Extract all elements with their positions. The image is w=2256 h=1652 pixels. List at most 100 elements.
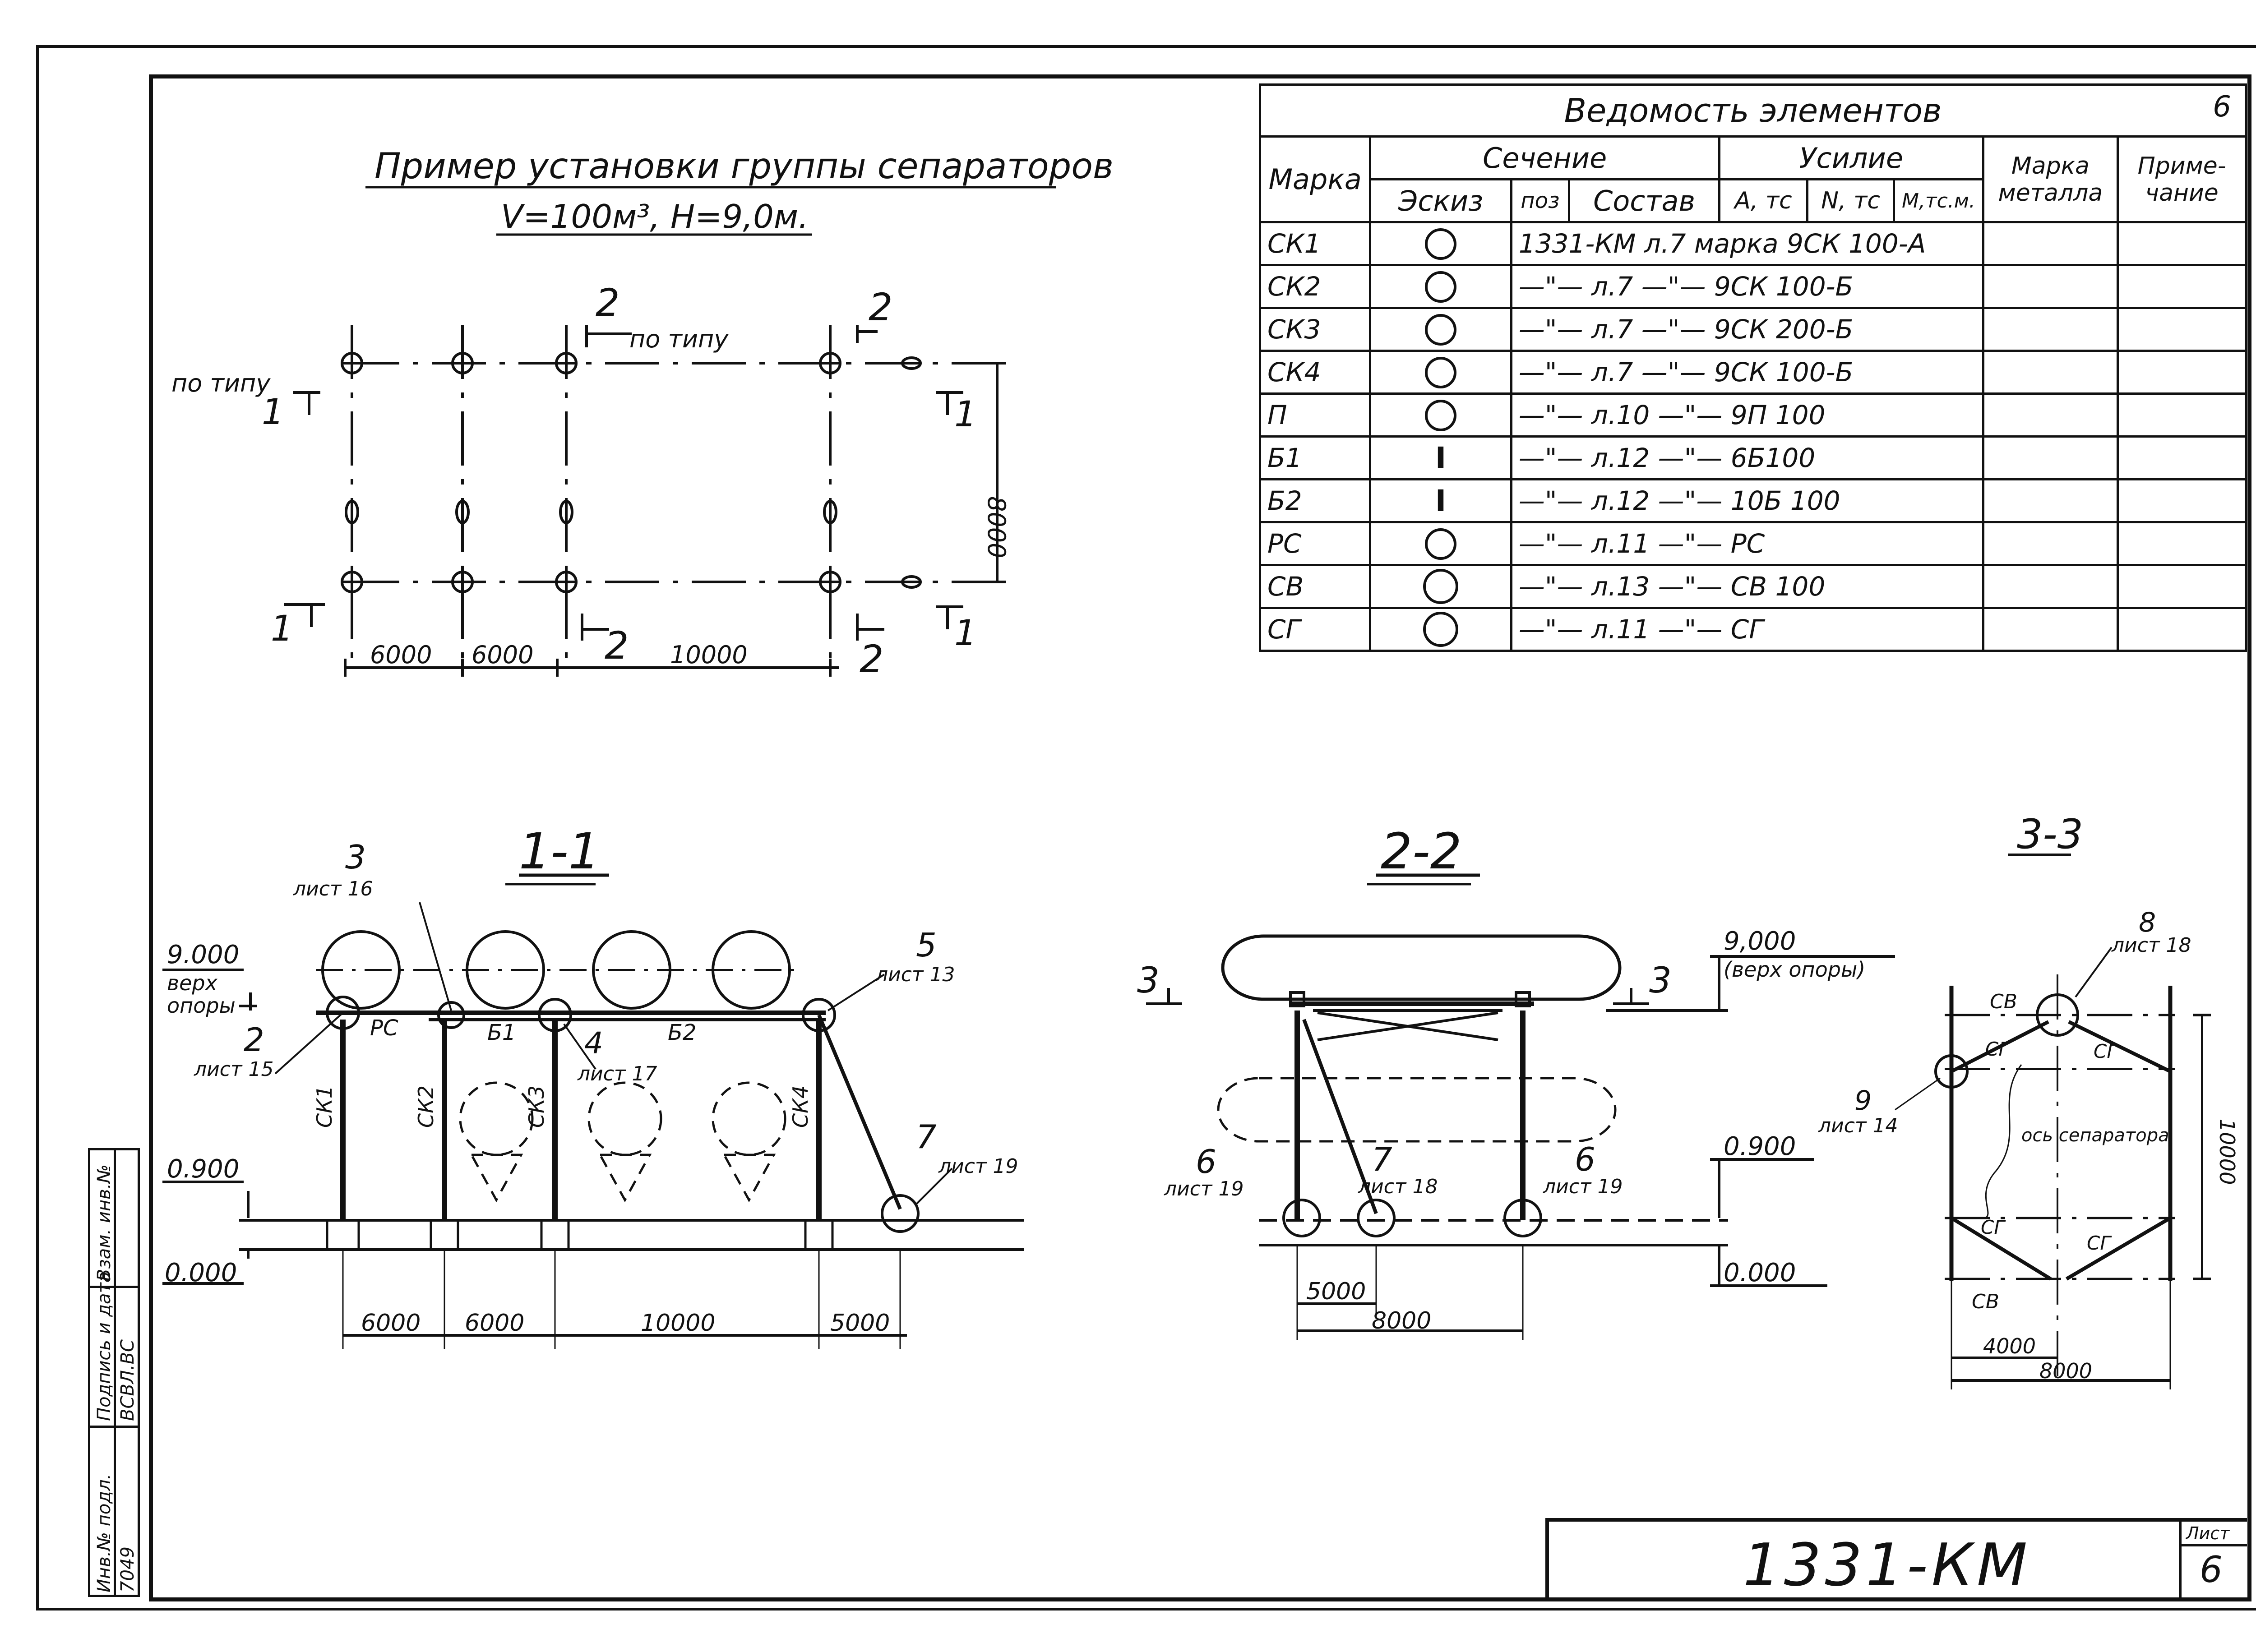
row-metal: [1982, 478, 2119, 523]
pipe-section-icon: [1425, 400, 1457, 432]
sec1-label-sk3: СК3: [524, 1085, 549, 1128]
sec1-level-top-note1: верх: [167, 971, 218, 995]
header-a-tc: А, тс: [1718, 178, 1808, 223]
sec1-level-top-note2: опоры: [167, 993, 236, 1018]
plan-title: Пример установки группы сепараторов: [374, 146, 1114, 187]
sheet-number-box: Лист 6: [2179, 1522, 2247, 1601]
row-composition: —"— л.13 —"— СВ 100: [1510, 564, 1984, 609]
row-note: [2117, 435, 2247, 480]
row-mark: СК4: [1258, 350, 1372, 395]
row-composition: —"— л.7 —"— 9СК 100-Б: [1510, 350, 1984, 395]
pipe-section-icon: [1425, 314, 1457, 346]
row-metal: [1982, 607, 2119, 652]
sec2-callout-7: 7: [1372, 1140, 1392, 1178]
header-section: Сечение: [1369, 135, 1721, 180]
sec3-dim-1: 4000: [1983, 1334, 2036, 1358]
row-note: [2117, 264, 2247, 309]
sheet-number: 6: [2200, 1549, 2223, 1591]
row-sketch: [1369, 392, 1512, 438]
row-sketch: [1369, 350, 1512, 395]
row-note: [2117, 221, 2247, 266]
schedule-row: СК3—"— л.7 —"— 9СК 200-Б: [1258, 307, 2247, 352]
sec2-cut-mark-right: 3: [1649, 960, 1672, 1001]
sec2-callout-6b: 6: [1575, 1140, 1595, 1178]
row-sketch: [1369, 564, 1512, 609]
schedule-title: Ведомость элементов: [1564, 92, 1942, 129]
header-sketch: Эскиз: [1369, 178, 1512, 223]
row-composition: —"— л.11 —"— РС: [1510, 521, 1984, 566]
schedule-page-number: 6: [2213, 90, 2231, 124]
plan-dim-3: 10000: [670, 641, 748, 669]
sec2-callout-6b-sheet: лист 19: [1543, 1175, 1623, 1198]
sec3-label-sg-1: СГ: [1985, 1038, 2011, 1060]
row-sketch: I: [1369, 435, 1512, 480]
plan-cut-mark-1b: 1: [271, 609, 293, 649]
pipe-section-icon: [1423, 612, 1459, 647]
sec2-dim-1: 5000: [1306, 1278, 1366, 1305]
plan-note-top: по типу: [629, 325, 729, 353]
sec3-dim-2: 8000: [2039, 1359, 2092, 1383]
sec1-dim-2: 6000: [465, 1310, 524, 1337]
row-note: [2117, 392, 2247, 438]
header-m-tcm: М,тс.м.: [1893, 178, 1984, 223]
row-mark: СВ: [1258, 564, 1372, 609]
row-note: [2117, 564, 2247, 609]
pipe-section-icon: [1425, 528, 1457, 560]
sec1-callout-2-sheet: лист 15: [194, 1058, 274, 1081]
sec1-level-top: 9.000: [167, 940, 239, 969]
pipe-section-icon: [1423, 569, 1459, 604]
row-note: [2117, 350, 2247, 395]
plan-cut-mark-2a: 2: [596, 281, 619, 325]
sec1-callout-4: 4: [584, 1026, 603, 1061]
row-sketch: I: [1369, 478, 1512, 523]
row-sketch: [1369, 307, 1512, 352]
row-composition: —"— л.12 —"— 10Б 100: [1510, 478, 1984, 523]
sec2-callout-6a: 6: [1196, 1143, 1216, 1181]
row-composition: 1331-КМ л.7 марка 9СК 100-А: [1510, 221, 1984, 266]
sec3-label-sv-bot: СВ: [1972, 1290, 1999, 1313]
stamp-row-line-1: [90, 1286, 138, 1288]
sec1-label-sk4: СК4: [788, 1085, 813, 1128]
row-metal: [1982, 350, 2119, 395]
row-mark: Б2: [1258, 478, 1372, 523]
row-mark: СК1: [1258, 221, 1372, 266]
row-composition: —"— л.7 —"— 9СК 200-Б: [1510, 307, 1984, 352]
sec2-callout-7-sheet: лист 18: [1358, 1175, 1438, 1198]
sec1-callout-5-sheet: лист 13: [875, 963, 955, 986]
row-note: [2117, 307, 2247, 352]
schedule-title-cell: Ведомость элементов 6: [1259, 83, 2247, 138]
schedule-row: СК1 1331-КМ л.7 марка 9СК 100-А: [1258, 221, 2247, 266]
sec1-label-sk1: СК1: [312, 1085, 337, 1128]
sec3-dim-3: 10000: [2215, 1119, 2239, 1185]
sec3-callout-8: 8: [2139, 907, 2156, 938]
row-metal: [1982, 435, 2119, 480]
inner-frame: [149, 74, 2251, 1601]
schedule-row: П —"— л.10 —"— 9П 100: [1258, 392, 2247, 438]
sec3-label-sv-top: СВ: [1990, 990, 2017, 1013]
row-composition: —"— л.10 —"— 9П 100: [1510, 392, 1984, 438]
sec1-label-sk2: СК2: [414, 1085, 438, 1128]
pipe-section-icon: [1425, 271, 1457, 303]
header-pos: поз: [1510, 178, 1571, 223]
sec1-callout-3-sheet: лист 16: [293, 877, 373, 900]
sec1-level-bot: 0.000: [165, 1258, 237, 1287]
sec2-level-top: 9,000: [1724, 927, 1796, 956]
row-metal: [1982, 564, 2119, 609]
row-sketch: [1369, 264, 1512, 309]
stamp-inv-value: 7049: [117, 1546, 138, 1592]
row-note: [2117, 521, 2247, 566]
plan-subtitle: V=100м³, H=9,0м.: [501, 198, 809, 235]
i-beam-icon: I: [1435, 440, 1447, 475]
row-mark: П: [1258, 392, 1372, 438]
header-force: Усилие: [1718, 135, 1984, 180]
element-schedule-table: Ведомость элементов 6 Марка Сечение Усил…: [1258, 83, 2247, 652]
plan-note-left: по типу: [171, 369, 271, 397]
sec2-level-mid: 0.900: [1724, 1132, 1796, 1161]
header-composition: Состав: [1567, 178, 1721, 223]
row-sketch: [1369, 521, 1512, 566]
drawing-code: 1331-КМ: [1743, 1531, 2031, 1599]
